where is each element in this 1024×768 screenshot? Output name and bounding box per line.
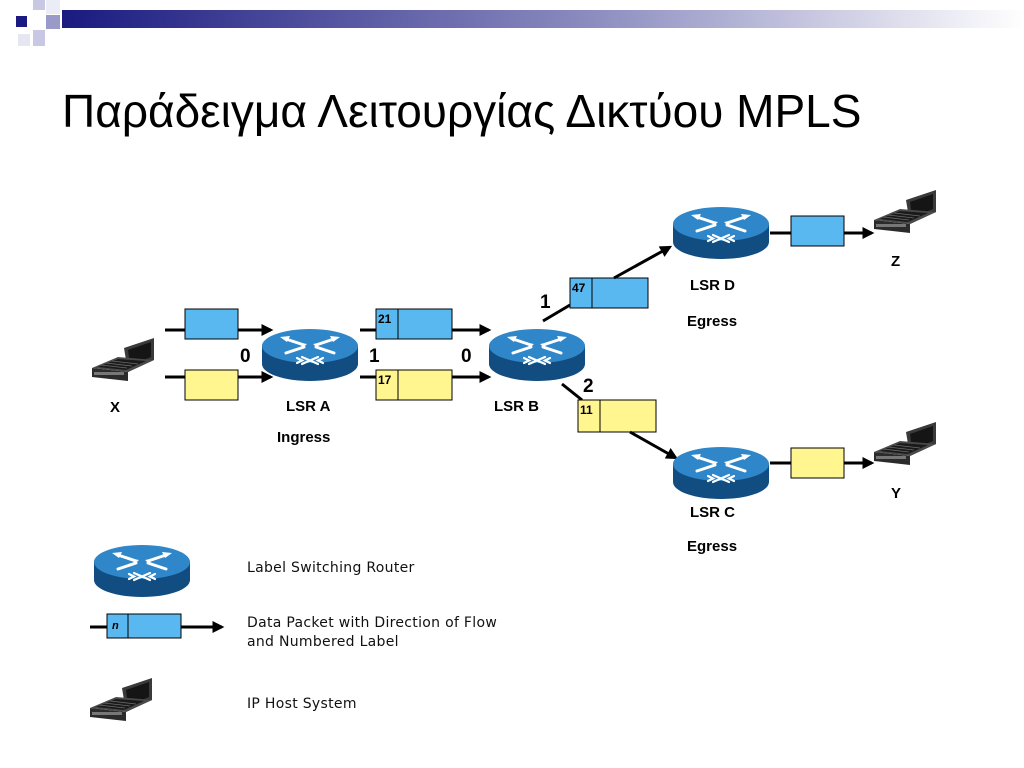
legend-packet-icon [90,613,225,639]
link-b-to-d-arrow [613,245,673,280]
lsr-c-label: LSR C [690,504,735,521]
label-17: 17 [378,373,392,387]
header-square [18,34,30,46]
port-a-in: 0 [240,346,251,367]
host-y-label: Y [891,485,901,502]
legend-packet-tag: n [112,620,119,632]
packet-b-to-d [569,277,649,309]
legend-host-text: IP Host System [247,696,357,712]
packet-c-to-y [770,447,875,479]
host-x-laptop-icon [91,337,155,382]
lsr-a-router-icon [260,327,360,383]
lsr-d-router-icon [671,205,771,261]
host-y-laptop-icon [873,421,937,466]
label-11: 11 [580,403,593,417]
label-21: 21 [378,312,392,326]
port-b-out-down: 2 [583,376,594,397]
legend-packet-text-1: Data Packet with Direction of Flow [247,615,497,631]
packet-x-to-a-yellow [165,369,274,401]
lsr-d-role: Egress [687,313,737,330]
packet-d-to-z [770,215,875,247]
header-square [46,0,60,14]
port-b-out-up: 1 [540,292,551,313]
header-square [16,16,27,27]
lsr-c-router-icon [671,445,771,501]
port-b-in: 0 [461,346,472,367]
legend-router-text: Label Switching Router [247,560,415,576]
label-47: 47 [572,281,586,295]
host-z-label: Z [891,253,900,270]
header-decoration [16,0,1024,46]
legend: Label Switching Router n Data Packet wit… [89,543,497,722]
packet-b-to-c [577,399,657,433]
header-gradient-bar [62,10,1024,28]
host-z-laptop-icon [873,189,937,234]
host-x-label: X [110,399,120,416]
header-square [46,15,60,29]
lsr-a-role: Ingress [277,429,330,446]
header-square [33,0,45,10]
lsr-a-label: LSR A [286,398,331,415]
lsr-d-label: LSR D [690,277,735,294]
legend-router-icon [92,543,192,599]
packet-a-to-b-blue [360,308,492,340]
packet-x-to-a-blue [165,308,274,340]
header-square [33,30,45,46]
link-b-to-c-arrow [629,430,679,460]
lsr-c-role: Egress [687,538,737,555]
packet-a-to-b-yellow [360,369,492,401]
port-a-out: 1 [369,346,380,367]
legend-packet-text-2: and Numbered Label [247,634,399,650]
legend-host-icon [89,677,153,722]
slide-title: Παράδειγμα Λειτουργίας Δικτύου MPLS [62,85,862,137]
lsr-b-label: LSR B [494,398,539,415]
lsr-b-router-icon [487,327,587,383]
link-b-to-c-tail [561,382,583,402]
link-b-to-d-tail [542,303,571,323]
